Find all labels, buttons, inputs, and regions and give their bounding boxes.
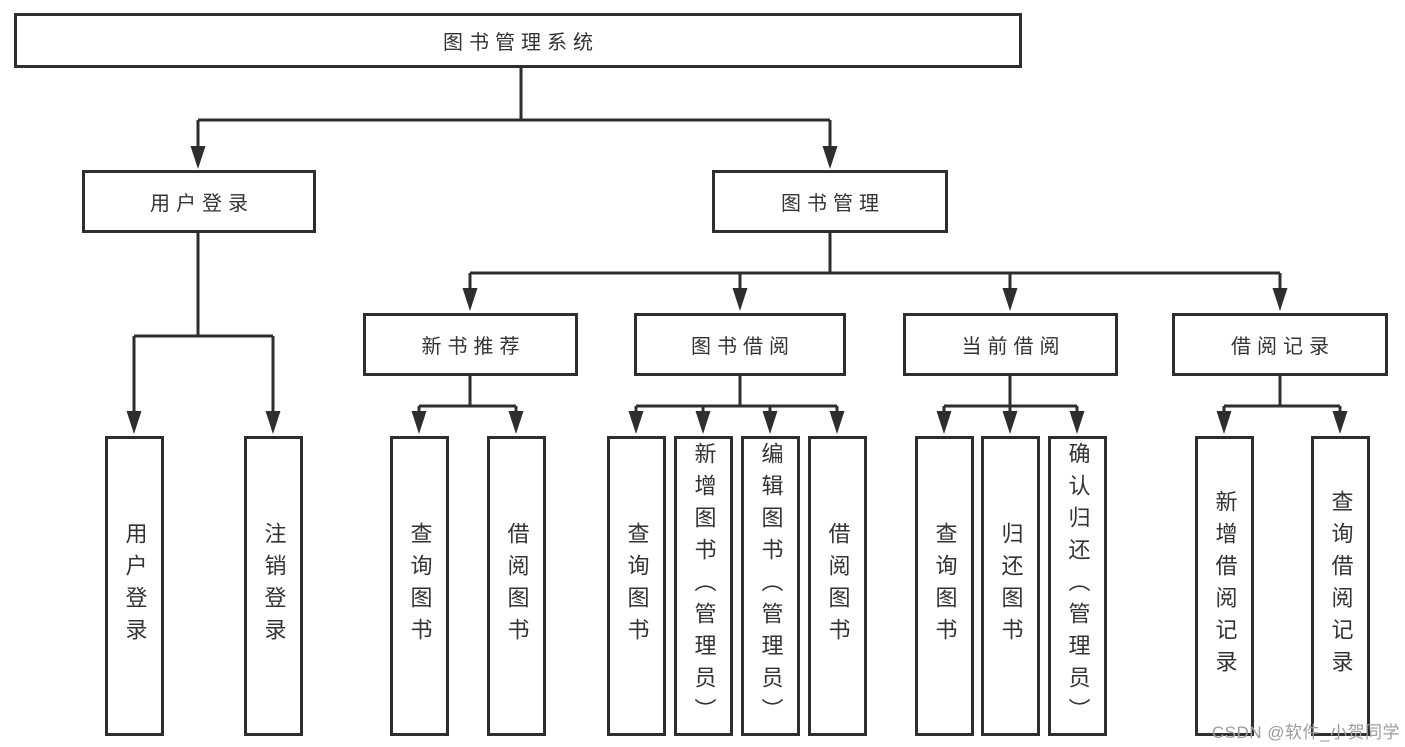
- node-book-borrow: 图书借阅: [634, 313, 846, 376]
- leaf-query-borrow-record: 查询借阅记录: [1311, 436, 1370, 736]
- leaf-label: 用户登录: [122, 522, 148, 650]
- leaf-label: 查询图书: [932, 522, 958, 650]
- node-current-borrow: 当前借阅: [903, 313, 1118, 376]
- node-new-book-recommend: 新书推荐: [363, 313, 578, 376]
- leaf-add-book-admin: 新增图书（管理员）: [674, 436, 733, 736]
- leaf-query-books-current: 查询图书: [915, 436, 974, 736]
- leaf-label: 借阅图书: [825, 522, 851, 650]
- leaf-return-books: 归还图书: [981, 436, 1040, 736]
- leaf-add-borrow-record: 新增借阅记录: [1195, 436, 1254, 736]
- leaf-query-books-borrow: 查询图书: [607, 436, 666, 736]
- leaf-label: 归还图书: [998, 522, 1024, 650]
- leaf-confirm-return-admin: 确认归还（管理员）: [1048, 436, 1107, 736]
- leaf-borrow-books-recommend: 借阅图书: [487, 436, 546, 736]
- leaf-edit-book-admin: 编辑图书（管理员）: [741, 436, 800, 736]
- leaf-label: 确认归还（管理员）: [1065, 442, 1091, 730]
- node-user-login: 用户登录: [82, 170, 316, 233]
- node-book-management: 图书管理: [712, 170, 948, 233]
- leaf-label: 新增借阅记录: [1212, 490, 1238, 682]
- node-borrow-records: 借阅记录: [1172, 313, 1388, 376]
- arrowheads: [126, 146, 1348, 434]
- leaf-borrow-books: 借阅图书: [808, 436, 867, 736]
- leaf-query-books-recommend: 查询图书: [390, 436, 449, 736]
- leaf-label: 查询图书: [624, 522, 650, 650]
- csdn-watermark: CSDN @软件_小贺同学: [1211, 723, 1400, 742]
- leaf-label: 编辑图书（管理员）: [758, 442, 784, 730]
- node-library-system: 图书管理系统: [14, 13, 1022, 68]
- connector-lines: [132, 68, 1342, 414]
- leaf-user-login: 用户登录: [105, 436, 164, 736]
- leaf-label: 查询图书: [407, 522, 433, 650]
- leaf-label: 借阅图书: [504, 522, 530, 650]
- leaf-label: 注销登录: [261, 522, 287, 650]
- leaf-label: 查询借阅记录: [1328, 490, 1354, 682]
- leaf-label: 新增图书（管理员）: [691, 442, 717, 730]
- leaf-logout-login: 注销登录: [244, 436, 303, 736]
